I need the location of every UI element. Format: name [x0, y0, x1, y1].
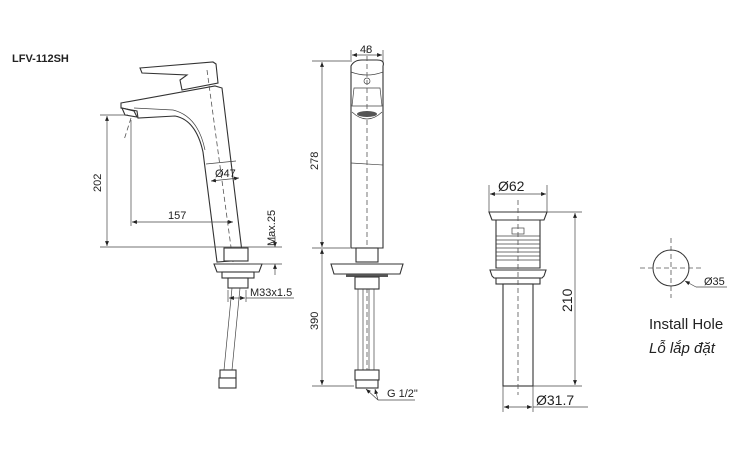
dim-max-deck: Max.25 [266, 210, 278, 246]
dim-drain-height: 210 [559, 288, 575, 312]
base-plate [213, 263, 263, 273]
dim-width: 48 [360, 44, 372, 56]
install-hole-label-vi: Lỗ lắp đặt [649, 340, 716, 357]
front-base-plate [330, 263, 404, 275]
handle-lever [139, 61, 219, 91]
dim-thread: M33x1.5 [250, 287, 292, 299]
dim-spout-reach: 157 [168, 210, 186, 222]
dim-spout-height: 202 [92, 174, 104, 192]
dim-body-height: 278 [309, 152, 321, 170]
front-view: 48 278 390 G 1/2" [309, 44, 418, 401]
dim-body-diameter: Ø47 [215, 168, 236, 180]
model-title: LFV-112SH [12, 53, 69, 65]
dim-hose-length: 390 [309, 312, 321, 330]
base-neck [223, 247, 249, 262]
dim-drain-pipe-diameter: Ø31.7 [536, 392, 574, 408]
side-view: 202 157 Ø47 Max.25 M33x1.5 [92, 61, 294, 389]
install-hole-label: Install Hole [649, 316, 723, 333]
dim-hose-connector: G 1/2" [387, 388, 418, 400]
dim-install-hole-diameter: Ø35 [704, 276, 725, 288]
drain-view: Ø62 210 Ø31.7 [488, 178, 588, 412]
dim-drain-top-diameter: Ø62 [498, 178, 525, 194]
install-hole: Ø35 Install Hole Lỗ lắp đặt [640, 238, 727, 357]
